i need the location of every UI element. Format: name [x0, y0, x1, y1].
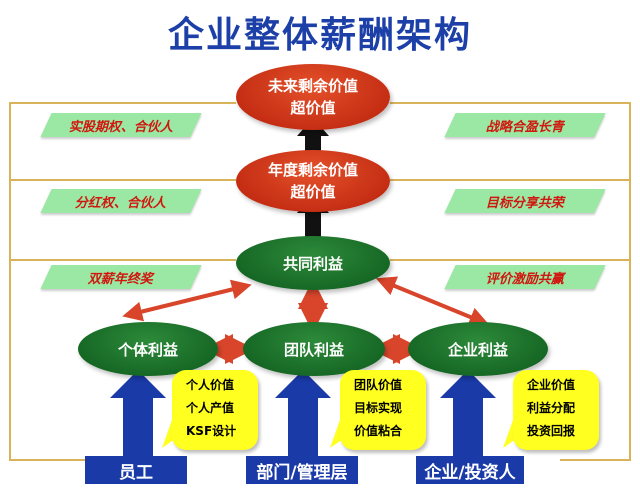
- bubble-individual-item: 个人价值: [186, 378, 235, 392]
- left-banner-year-end-bonus: 双薪年终奖: [40, 265, 202, 289]
- left-bracket-lines: [9, 102, 236, 461]
- bubble-team-item: 价值粘合: [354, 424, 403, 438]
- bubble-company-item: 利益分配: [527, 401, 576, 415]
- arrow-company-to-common: [375, 276, 490, 327]
- oval-future-surplus: 未来剩余价值 超价值: [236, 64, 390, 130]
- arrow-individual-to-common: [122, 279, 252, 322]
- bubble-team: 团队价值 目标实现 价值粘合: [340, 370, 426, 450]
- right-bracket-lines: [390, 102, 631, 461]
- oval-team-interest: 团队利益: [243, 322, 385, 376]
- page-title: 企业整体薪酬架构: [167, 15, 472, 56]
- bubble-company-item: 投资回报: [527, 424, 576, 438]
- bubble-company-item: 企业价值: [527, 378, 576, 392]
- bubble-individual: 个人价值 个人产值 KSF设计: [172, 370, 258, 450]
- oval-annual-surplus-line2: 超价值: [290, 183, 336, 201]
- bubble-individual-item: KSF设计: [186, 424, 237, 438]
- left-banner-equity-options: 实股期权、合伙人: [40, 113, 202, 137]
- bubble-company: 企业价值 利益分配 投资回报: [513, 370, 599, 450]
- oval-future-surplus-line2: 超价值: [290, 99, 336, 117]
- blue-up-arrow-management: [275, 370, 331, 457]
- oval-company-interest: 企业利益: [408, 322, 548, 376]
- right-banner-goal-sharing-text: 目标分享共荣: [485, 195, 564, 211]
- right-banner-strategy-text: 战略合盈长青: [485, 119, 564, 135]
- oval-individual-interest: 个体利益: [78, 322, 218, 376]
- bubble-individual-item: 个人产值: [186, 401, 235, 415]
- right-banner-evaluation-text: 评价激励共赢: [485, 271, 564, 287]
- base-management: 部门/管理层: [246, 456, 358, 484]
- base-investor: 企业/投资人: [416, 456, 524, 484]
- oval-annual-surplus-line1: 年度剩余价值: [267, 161, 358, 179]
- base-staff: 员工: [85, 456, 187, 484]
- left-banner-year-end-bonus-text: 双薪年终奖: [88, 271, 154, 287]
- left-banner-dividend-rights: 分红权、合伙人: [40, 189, 202, 213]
- oval-common-interest: 共同利益: [236, 236, 390, 290]
- blue-up-arrow-staff: [110, 370, 166, 457]
- bubble-team-item: 目标实现: [354, 401, 403, 415]
- bubble-team-item: 团队价值: [354, 378, 403, 392]
- blue-up-arrow-investor: [440, 370, 496, 457]
- left-banner-equity-options-text: 实股期权、合伙人: [68, 119, 173, 135]
- right-banner-evaluation: 评价激励共赢: [444, 265, 606, 289]
- oval-future-surplus-line1: 未来剩余价值: [267, 77, 358, 95]
- right-banner-strategy: 战略合盈长青: [444, 113, 606, 137]
- left-banner-dividend-rights-text: 分红权、合伙人: [75, 195, 167, 211]
- right-banner-goal-sharing: 目标分享共荣: [444, 189, 606, 213]
- oval-annual-surplus: 年度剩余价值 超价值: [236, 150, 390, 212]
